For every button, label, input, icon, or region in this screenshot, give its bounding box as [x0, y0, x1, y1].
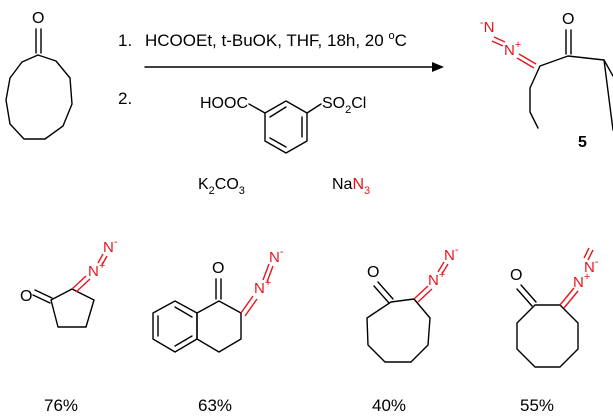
reagent-so2cl-label: SO2Cl: [322, 95, 366, 116]
example2-n-terminal: N-: [269, 246, 284, 266]
example4-n-terminal: N-: [584, 256, 599, 276]
example3-n-terminal: N-: [444, 244, 459, 264]
example2-oxygen: O: [212, 260, 224, 277]
example2-n-central: N+: [254, 277, 271, 297]
example4-n-central: N+: [573, 271, 590, 291]
step1-conditions: HCOOEt, t-BuOK, THF, 18h, 20 oC: [145, 30, 407, 50]
azide-label: NaN3: [332, 176, 370, 197]
example1-n-central: N+: [88, 260, 105, 280]
atom-oxygen: O: [32, 10, 44, 27]
example-cycloheptanone: O N+ N- 40%: [366, 244, 459, 415]
example3-n-central: N+: [428, 269, 445, 289]
product-n-terminal: -N: [480, 17, 495, 36]
example1-oxygen: O: [20, 288, 32, 305]
product-oxygen: O: [562, 11, 574, 28]
sulfonyl-chloride-reagent: HOOC SO2Cl: [200, 95, 366, 154]
product-number-label: 5: [578, 134, 587, 151]
product-5-structure: -N N+ O 5: [480, 11, 613, 151]
product-n-central: N+: [504, 39, 521, 59]
step2-number: 2.: [118, 89, 132, 108]
example1-n-terminal: N-: [103, 236, 118, 256]
reaction-conditions: 1. HCOOEt, t-BuOK, THF, 18h, 20 oC 2. HO…: [118, 30, 444, 197]
example4-oxygen: O: [510, 267, 522, 284]
cyclodecanone-structure: O: [5, 10, 73, 140]
example1-yield: 76%: [44, 396, 78, 415]
example-tetralone: O N+ N- 63%: [152, 246, 284, 415]
reaction-arrowhead: [432, 62, 444, 72]
example4-yield: 55%: [520, 396, 554, 415]
example3-oxygen: O: [367, 264, 379, 281]
example-cyclooctanone: O N+ N- 55%: [510, 247, 599, 415]
example3-yield: 40%: [372, 396, 406, 415]
example2-yield: 63%: [198, 396, 232, 415]
base-label: K2CO3: [198, 176, 245, 197]
step1-number: 1.: [118, 31, 132, 50]
reagent-hooc-label: HOOC: [200, 95, 248, 112]
example-cyclopentanone: O N+ N- 76%: [20, 236, 118, 415]
